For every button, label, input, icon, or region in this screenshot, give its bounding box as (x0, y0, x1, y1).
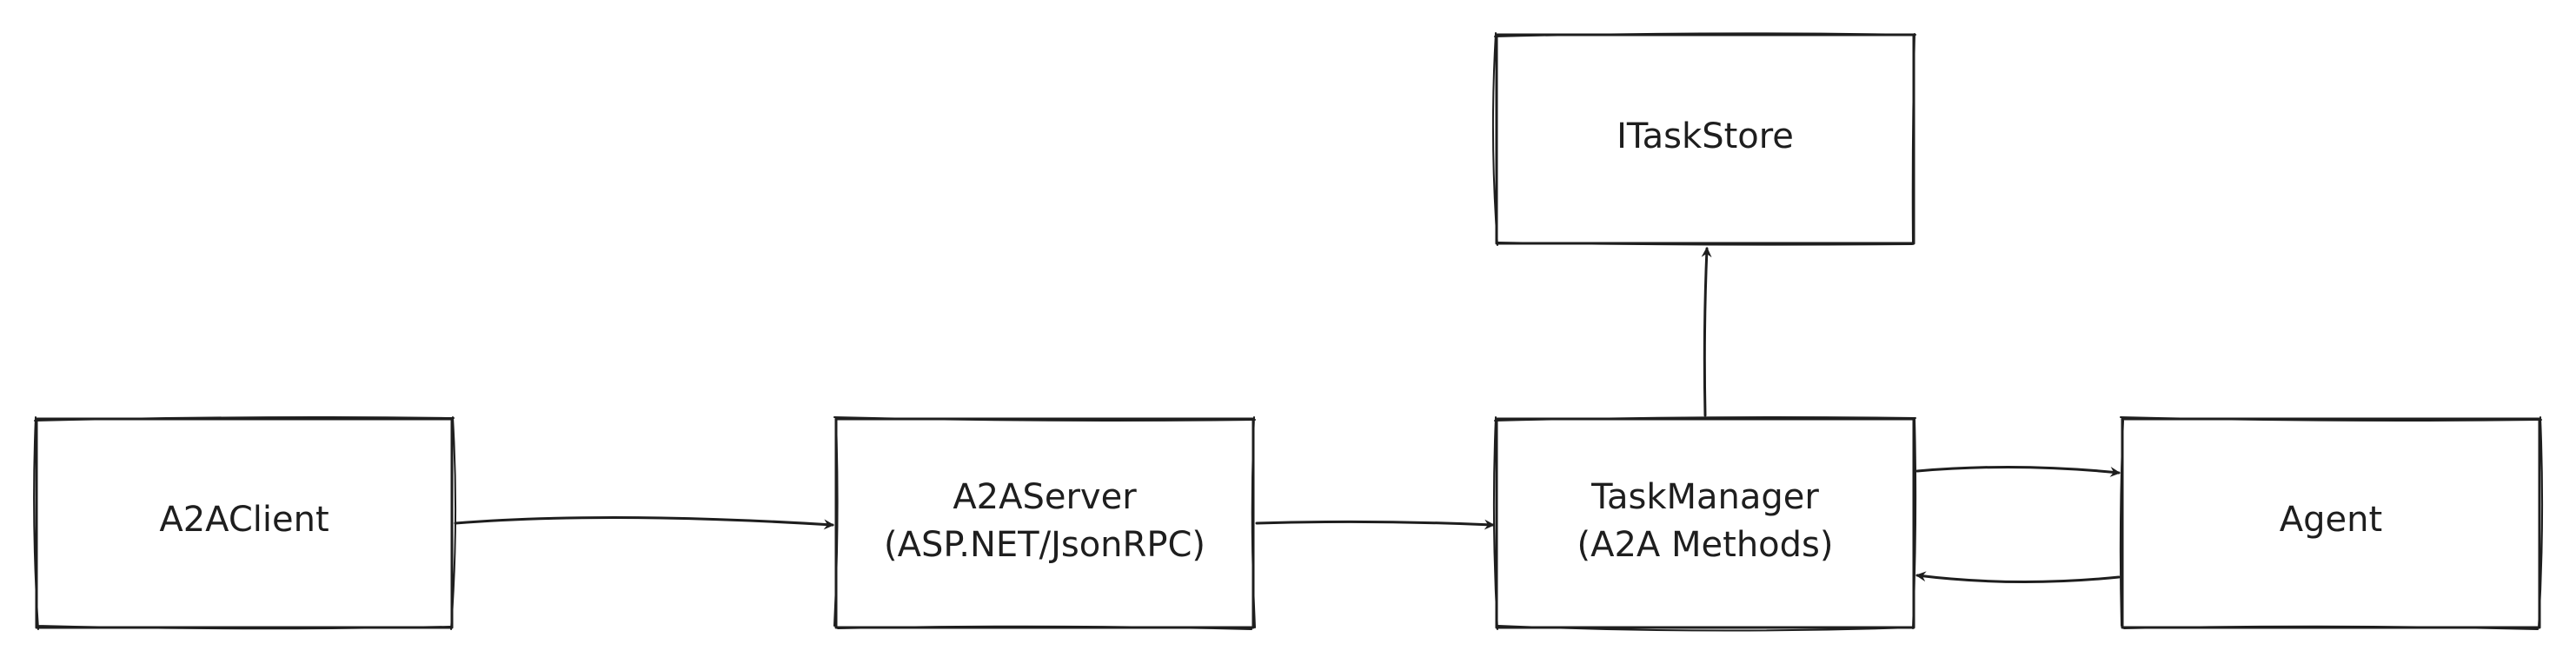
node-a2a-server-line-1: A2AServer (953, 477, 1137, 517)
node-task-manager-line-1: TaskManager (1590, 477, 1819, 517)
node-a2a-server[interactable]: A2AServer (ASP.NET/JsonRPC) (833, 416, 1256, 630)
edge-a2a-server-to-task-manager (1255, 519, 1495, 530)
node-a2a-client-line-1: A2AClient (159, 500, 329, 540)
node-agent-line-1: Agent (2280, 500, 2382, 540)
node-agent[interactable]: Agent (2119, 416, 2544, 630)
edge-task-manager-to-agent (1915, 465, 2121, 477)
svg-text:(A2A Methods): (A2A Methods) (1577, 525, 1834, 565)
svg-text:A2AServer: A2AServer (953, 477, 1137, 517)
svg-text:ITaskStore: ITaskStore (1617, 116, 1794, 156)
svg-text:TaskManager: TaskManager (1590, 477, 1819, 517)
node-task-manager-line-2: (A2A Methods) (1577, 525, 1834, 565)
edge-task-manager-to-itask-store (1701, 247, 1712, 417)
node-itask-store[interactable]: ITaskStore (1491, 32, 1916, 246)
edge-agent-to-task-manager (1915, 571, 2121, 584)
svg-text:(ASP.NET/JsonRPC): (ASP.NET/JsonRPC) (884, 525, 1205, 565)
node-itask-store-line-1: ITaskStore (1617, 116, 1794, 156)
svg-text:Agent: Agent (2280, 500, 2382, 540)
edge-a2a-client-to-a2a-server (454, 515, 834, 530)
svg-text:A2AClient: A2AClient (159, 500, 329, 540)
node-a2a-server-line-2: (ASP.NET/JsonRPC) (884, 525, 1205, 565)
node-task-manager[interactable]: TaskManager (A2A Methods) (1492, 416, 1917, 632)
node-a2a-client[interactable]: A2AClient (33, 416, 457, 630)
